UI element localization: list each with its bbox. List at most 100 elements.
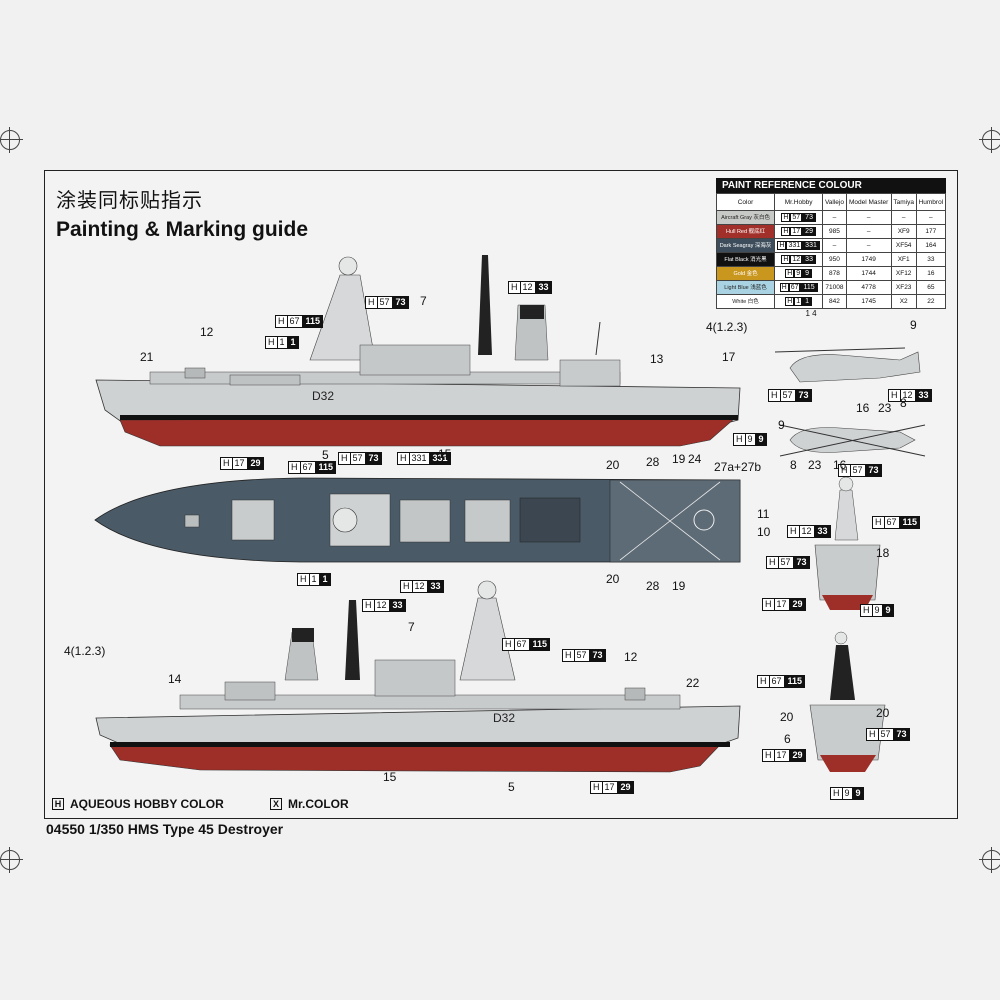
- part-number: 4(1.2.3): [64, 644, 106, 658]
- callout-code: 73: [795, 389, 812, 402]
- part-number: 17: [722, 350, 736, 364]
- port-profile: D32: [95, 580, 741, 773]
- callout-code: 73: [865, 464, 882, 477]
- mr-mark: X: [270, 798, 282, 810]
- callout-code: 33: [389, 599, 406, 612]
- callout-number: 57: [878, 728, 894, 741]
- part-number: 22: [686, 676, 700, 690]
- callout-number: 9: [745, 433, 756, 446]
- callout-h: H: [866, 728, 879, 741]
- part-number: 5: [322, 448, 329, 462]
- callout-code: 115: [302, 315, 324, 328]
- hull-number-starboard: D32: [312, 389, 334, 403]
- callout-code: 29: [247, 457, 264, 470]
- callout-code: 73: [893, 728, 910, 741]
- legend-mr: X Mr.COLOR: [270, 797, 349, 811]
- part-number: 23: [878, 401, 892, 415]
- legend-aqueous: H AQUEOUS HOBBY COLOR: [52, 797, 224, 811]
- callout-code: 33: [915, 389, 932, 402]
- callout-code: 115: [529, 638, 551, 651]
- callout-h: H: [220, 457, 233, 470]
- paint-vallejo: 950: [822, 252, 847, 267]
- part-number: 14: [168, 672, 182, 686]
- paint-mm: 1744: [845, 266, 892, 281]
- callout-number: 17: [232, 457, 248, 470]
- part-number: 13: [650, 352, 664, 366]
- paint-vallejo: 71008: [822, 280, 847, 295]
- paint-swatch: Light Blue 浅蓝色: [715, 280, 776, 295]
- paint-vallejo: 985: [822, 224, 847, 239]
- part-number: 9: [778, 418, 785, 432]
- part-number: 6: [784, 732, 791, 746]
- callout-number: 9: [842, 787, 853, 800]
- part-number: 19: [672, 452, 686, 466]
- callout-number: 12: [520, 281, 536, 294]
- callout-code: 73: [365, 452, 382, 465]
- part-number: 28: [646, 455, 660, 469]
- callout-number: 67: [300, 461, 316, 474]
- callout-code: 9: [882, 604, 894, 617]
- part-number: 15: [383, 770, 397, 784]
- callout-h: H: [338, 452, 351, 465]
- part-number: 23: [808, 458, 822, 472]
- callout-number: 331: [409, 452, 430, 465]
- title-chinese: 涂装同标贴指示: [56, 188, 203, 212]
- paint-mm: 1745: [845, 294, 892, 309]
- callout-number: 1: [309, 573, 320, 586]
- paint-swatch: Gold 金色: [715, 266, 776, 281]
- part-number: 8: [900, 396, 907, 410]
- callout-h: H: [762, 749, 775, 762]
- bow-view: [814, 476, 881, 610]
- paint-mm: 1749: [845, 252, 892, 267]
- callout-h: H: [275, 315, 288, 328]
- callout-h: H: [872, 516, 885, 529]
- hull-number-port: D32: [493, 711, 515, 725]
- callout-number: 67: [514, 638, 530, 651]
- callout-code: 9: [852, 787, 864, 800]
- part-number: 5: [508, 780, 515, 794]
- paint-swatch: Hull Red 舰底红: [715, 224, 776, 239]
- part-number: 21: [140, 350, 154, 364]
- callout-code: 33: [814, 525, 831, 538]
- paint-vallejo: 878: [822, 266, 847, 281]
- registration-mark-right-top: [979, 127, 1000, 153]
- helicopter-top: [779, 424, 926, 457]
- paint-col-header: Mr.Hobby: [774, 193, 824, 211]
- paint-humbrol: 177: [915, 224, 947, 239]
- part-number: 8: [790, 458, 797, 472]
- part-number: 20: [780, 710, 794, 724]
- paint-vallejo: –: [822, 238, 847, 253]
- callout-h: H: [362, 599, 375, 612]
- callout-number: 57: [778, 556, 794, 569]
- paint-tamiya: XF54: [890, 238, 917, 253]
- callout-number: 17: [602, 781, 618, 794]
- callout-h: H: [397, 452, 410, 465]
- paint-vallejo: –: [822, 210, 847, 225]
- part-number: 9: [910, 318, 917, 332]
- part-number: 20: [606, 458, 620, 472]
- callout-h: H: [562, 649, 575, 662]
- paint-vallejo: 842: [822, 294, 847, 309]
- part-number: 12: [624, 650, 638, 664]
- callout-h: H: [365, 296, 378, 309]
